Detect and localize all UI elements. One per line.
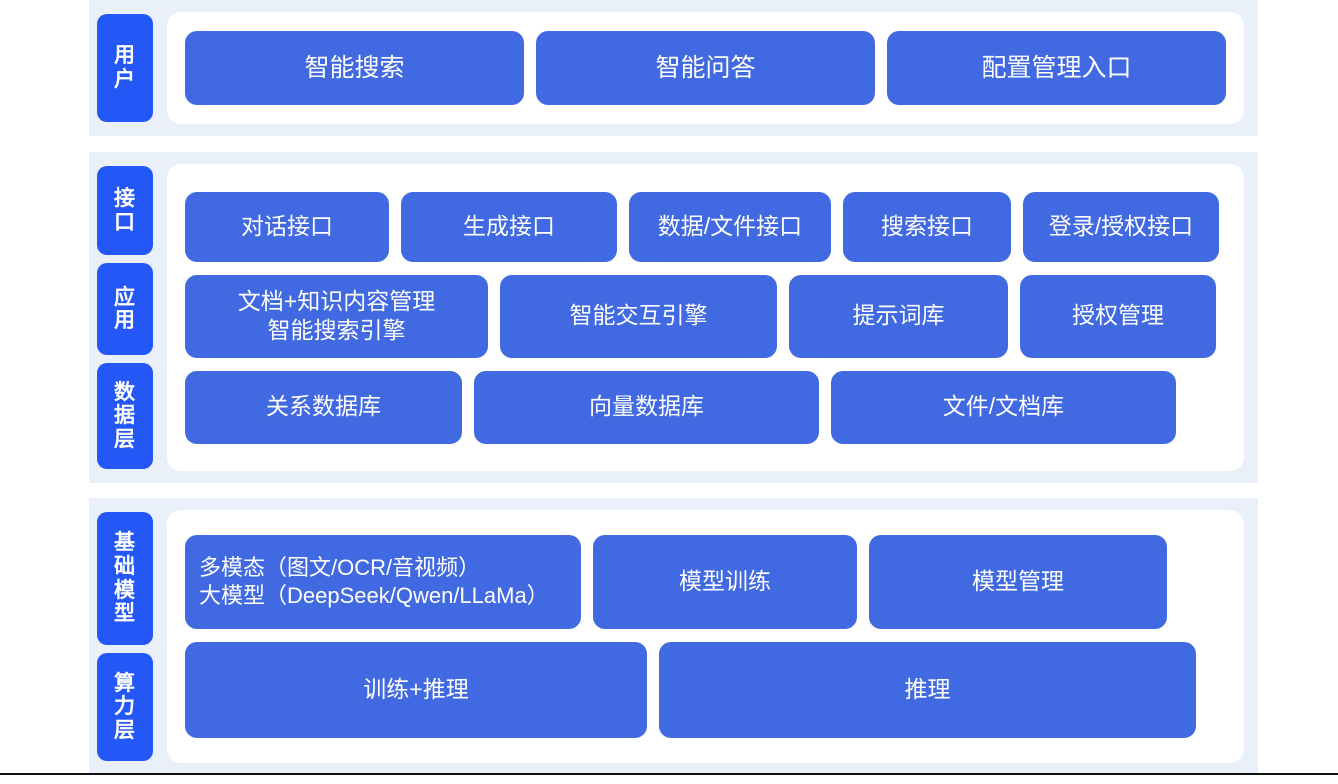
box-prompt-library[interactable]: 提示词库 xyxy=(789,274,1008,358)
tag-compute-layer: 算 力 层 xyxy=(97,653,153,761)
box-dialog-api[interactable]: 对话接口 xyxy=(185,191,389,262)
tag-user-char-0: 用 xyxy=(114,44,136,68)
tag-column-infrastructure: 基 础 模 型 算 力 层 xyxy=(89,498,161,775)
section-middle: 接 口 应 用 数 据 层 对话接口 生成接口 数据/文件接口 搜索接口 登录/… xyxy=(89,152,1258,483)
bottom-divider xyxy=(0,773,1338,775)
tag-compute-layer-char-0: 算 xyxy=(114,671,136,695)
box-multimodal[interactable]: 多模态（图文/OCR/音视频） 大模型（DeepSeek/Qwen/LLaMa） xyxy=(185,535,581,629)
tag-column-users: 用 户 xyxy=(89,0,161,136)
row-users: 智能搜索 智能问答 配置管理入口 xyxy=(185,31,1226,105)
tag-column-middle: 接 口 应 用 数 据 层 xyxy=(89,152,161,483)
tag-base-model-char-2: 模 xyxy=(114,578,136,602)
box-infer[interactable]: 推理 xyxy=(659,642,1196,738)
tag-data-layer: 数 据 层 xyxy=(97,362,153,469)
box-config-entry[interactable]: 配置管理入口 xyxy=(887,31,1226,105)
tag-base-model-char-0: 基 xyxy=(114,531,136,555)
tag-data-layer-char-0: 数 xyxy=(114,380,136,404)
box-model-training[interactable]: 模型训练 xyxy=(593,535,857,629)
box-smart-qa[interactable]: 智能问答 xyxy=(536,31,875,105)
box-file-doc-store[interactable]: 文件/文档库 xyxy=(831,370,1176,444)
tag-compute-layer-char-1: 力 xyxy=(114,695,136,719)
box-smart-search[interactable]: 智能搜索 xyxy=(185,31,524,105)
box-model-mgmt[interactable]: 模型管理 xyxy=(869,535,1167,629)
panel-users: 智能搜索 智能问答 配置管理入口 xyxy=(167,12,1244,124)
tag-user: 用 户 xyxy=(97,14,153,122)
box-data-file-api[interactable]: 数据/文件接口 xyxy=(629,191,831,262)
tag-interface: 接 口 xyxy=(97,166,153,256)
tag-interface-char-1: 口 xyxy=(114,210,136,234)
box-generate-api[interactable]: 生成接口 xyxy=(401,191,617,262)
box-vector-db[interactable]: 向量数据库 xyxy=(474,370,819,444)
box-doc-knowledge-bmgmt[interactable]: 文档+知识内容管理 智能搜索引擎 xyxy=(185,274,488,358)
box-relational-db[interactable]: 关系数据库 xyxy=(185,370,462,444)
tag-application-char-1: 用 xyxy=(114,309,136,333)
tag-application: 应 用 xyxy=(97,263,153,355)
panel-middle: 对话接口 生成接口 数据/文件接口 搜索接口 登录/授权接口 文档+知识内容管理… xyxy=(167,164,1244,471)
panel-infrastructure: 多模态（图文/OCR/音视频） 大模型（DeepSeek/Qwen/LLaMa）… xyxy=(167,510,1244,763)
tag-base-model: 基 础 模 型 xyxy=(97,512,153,645)
box-train-infer[interactable]: 训练+推理 xyxy=(185,642,647,738)
section-gap-1 xyxy=(89,136,1258,152)
tag-base-model-char-1: 础 xyxy=(114,554,136,578)
section-infrastructure: 基 础 模 型 算 力 层 多模态（图文/OCR/音视频） 大模型（DeepSe… xyxy=(0,498,1338,775)
tag-interface-char-0: 接 xyxy=(114,187,136,211)
row-base-model: 多模态（图文/OCR/音视频） 大模型（DeepSeek/Qwen/LLaMa）… xyxy=(185,535,1226,629)
row-data-layer: 关系数据库 向量数据库 文件/文档库 xyxy=(185,370,1226,444)
section-gap-2 xyxy=(89,483,1258,498)
box-search-api[interactable]: 搜索接口 xyxy=(843,191,1011,262)
box-login-auth-api[interactable]: 登录/授权接口 xyxy=(1023,191,1219,262)
box-auth-mgmt[interactable]: 授权管理 xyxy=(1020,274,1216,358)
row-application: 文档+知识内容管理 智能搜索引擎 智能交互引擎 提示词库 授权管理 xyxy=(185,274,1226,358)
tag-user-char-1: 户 xyxy=(114,68,136,91)
row-compute-layer: 训练+推理 推理 xyxy=(185,642,1226,738)
section-users: 用 户 智能搜索 智能问答 配置管理入口 xyxy=(89,0,1258,136)
tag-data-layer-char-1: 据 xyxy=(114,404,136,428)
tag-data-layer-char-2: 层 xyxy=(114,427,136,451)
box-interaction-engine[interactable]: 智能交互引擎 xyxy=(500,274,777,358)
tag-compute-layer-char-2: 层 xyxy=(114,718,136,742)
tag-base-model-char-3: 型 xyxy=(114,602,136,626)
tag-application-char-0: 应 xyxy=(114,285,136,309)
row-interface: 对话接口 生成接口 数据/文件接口 搜索接口 登录/授权接口 xyxy=(185,191,1226,262)
